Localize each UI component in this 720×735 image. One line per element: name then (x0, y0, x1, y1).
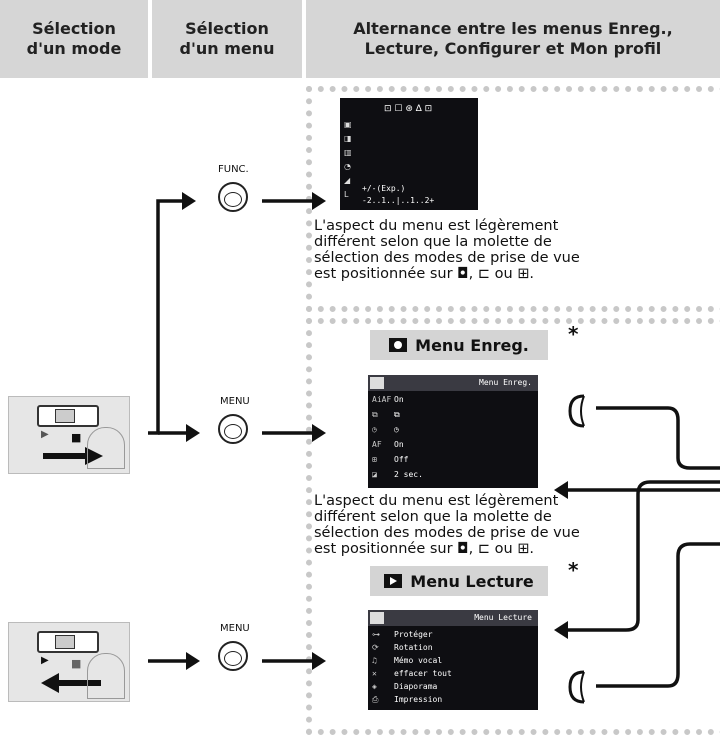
header-menu-switching: Alternance entre les menus Enreg.,Lectur… (306, 0, 720, 78)
dial-switch (55, 409, 75, 423)
lecture-row-value: effacer tout (394, 669, 452, 678)
camera-body-curve (87, 427, 125, 469)
camera-icon: ■ (71, 657, 82, 670)
menu-lecture-screen: Menu Lecture ⊶ Protéger ⟳ Rotation ♫ Mémo voc… (368, 610, 538, 710)
exposure-scale: -2..1..|..1..2+ (362, 196, 435, 205)
lecture-row-value: Mémo vocal (394, 656, 443, 665)
enreg-row-value: Off (394, 455, 409, 464)
enreg-row-icon: AiAF (372, 395, 392, 404)
right-button-lower[interactable] (566, 670, 590, 704)
menu-note: L'aspect du menu est légèrement différen… (314, 493, 614, 557)
lecture-row-icon: ✕ (372, 669, 377, 678)
menu-lecture-header: Menu Lecture (370, 566, 548, 596)
arrowhead-return-lecture (554, 621, 568, 639)
note-line3: sélection des modes de prise de vue (314, 525, 580, 541)
arrowhead-menu (186, 424, 200, 442)
enreg-row-icon: AF (372, 440, 382, 449)
camera-body-curve (87, 653, 125, 699)
func-note: L'aspect du menu est légèrement différen… (314, 218, 614, 282)
lecture-row-value: Diaporama (394, 682, 438, 691)
route-lower (596, 542, 720, 688)
lecture-row-icon: ◈ (372, 682, 377, 691)
header-menu-line2: d'un menu (179, 39, 275, 58)
right-button-upper[interactable] (566, 394, 590, 428)
func-button[interactable] (218, 182, 248, 212)
camera-dial-record: ▶ ■ (8, 396, 130, 474)
menu-enreg-star: * (568, 322, 579, 346)
func-left-icons: ▣◨▥◔◢L (344, 120, 352, 199)
menu-lecture-title: Menu Lecture (410, 571, 534, 591)
route-cross (568, 480, 720, 632)
enreg-row-value: On (394, 395, 404, 404)
arrowhead-lower-mode (186, 652, 200, 670)
enreg-row-icon: ◷ (372, 425, 377, 434)
arrowhead-func (182, 192, 196, 210)
camera-dial-play: ▶ ■ (8, 622, 130, 702)
menu-button-record[interactable] (218, 414, 248, 444)
header-mode-line2: d'un mode (26, 39, 122, 58)
arrowhead-menu-screen (312, 424, 326, 442)
func-menu-screen: ⊡ ☐ ⊛ ∆ ⊡ ▣◨▥◔◢L +/-(Exp.) -2..1..|..1..… (340, 98, 478, 210)
header-menu-line1: Sélection (185, 19, 269, 38)
note-line4: est positionnée sur ◘, ⊏ ou ⊞. (314, 266, 535, 282)
lecture-row-icon: ♫ (372, 656, 377, 665)
record-icon (389, 338, 408, 352)
menu-label-record: MENU (220, 396, 250, 407)
enreg-row-value: ◷ (394, 425, 399, 434)
lecture-row-icon: ⎙ (372, 695, 379, 704)
lecture-row-icon: ⟳ (372, 643, 379, 652)
lecture-row-icon: ⊶ (372, 630, 380, 639)
header-switching-line1: Alternance entre les menus Enreg., (353, 19, 673, 38)
enreg-active-tab (370, 377, 384, 389)
play-menu-icon (384, 574, 403, 588)
lecture-row-value: Rotation (394, 643, 433, 652)
lecture-tab-bar (368, 610, 538, 626)
note-line1: L'aspect du menu est légèrement (314, 493, 559, 509)
lecture-row-value: Impression (394, 695, 443, 704)
menu-enreg-title: Menu Enreg. (415, 335, 529, 355)
note-line2: différent selon que la molette de (314, 234, 552, 250)
enreg-row-icon: ⧉ (372, 410, 378, 419)
func-panel (306, 86, 720, 312)
lecture-row-value: Protéger (394, 630, 433, 639)
header-mode-line1: Sélection (32, 19, 116, 38)
lecture-active-tab (370, 612, 384, 624)
menu-label-play: MENU (220, 623, 250, 634)
enreg-row-icon: ◪ (372, 470, 377, 479)
func-branch-line (148, 199, 182, 435)
menu-button-play[interactable] (218, 641, 248, 671)
header-switching-line2: Lecture, Configurer et Mon profil (364, 39, 662, 58)
exposure-label: +/-(Exp.) (362, 184, 406, 193)
enreg-row-value: ⧉ (394, 410, 400, 419)
arrowhead-lower-menu (312, 652, 326, 670)
note-line3: sélection des modes de prise de vue (314, 250, 580, 266)
arrowhead-func-screen (312, 192, 326, 210)
note-line2: différent selon que la molette de (314, 509, 552, 525)
camera-icon: ■ (71, 431, 82, 444)
enreg-row-icon: ⊞ (372, 455, 377, 464)
enreg-row-value: On (394, 440, 404, 449)
func-top-icons: ⊡ ☐ ⊛ ∆ ⊡ (384, 104, 433, 114)
lecture-screen-title: Menu Lecture (474, 613, 532, 622)
menu-lecture-star: * (568, 558, 579, 582)
menu-enreg-header: Menu Enreg. (370, 330, 548, 360)
func-label: FUNC. (218, 164, 249, 175)
enreg-screen-title: Menu Enreg. (479, 378, 532, 387)
play-icon: ▶ (41, 655, 49, 666)
dial-switch (55, 635, 75, 649)
arrowhead-return-enreg (554, 481, 568, 499)
note-line1: L'aspect du menu est légèrement (314, 218, 559, 234)
enreg-row-value: 2 sec. (394, 470, 423, 479)
route-upper (596, 406, 720, 470)
enreg-tab-bar (368, 375, 538, 391)
note-line4: est positionnée sur ◘, ⊏ ou ⊞. (314, 541, 535, 557)
play-icon: ▶ (41, 429, 49, 440)
